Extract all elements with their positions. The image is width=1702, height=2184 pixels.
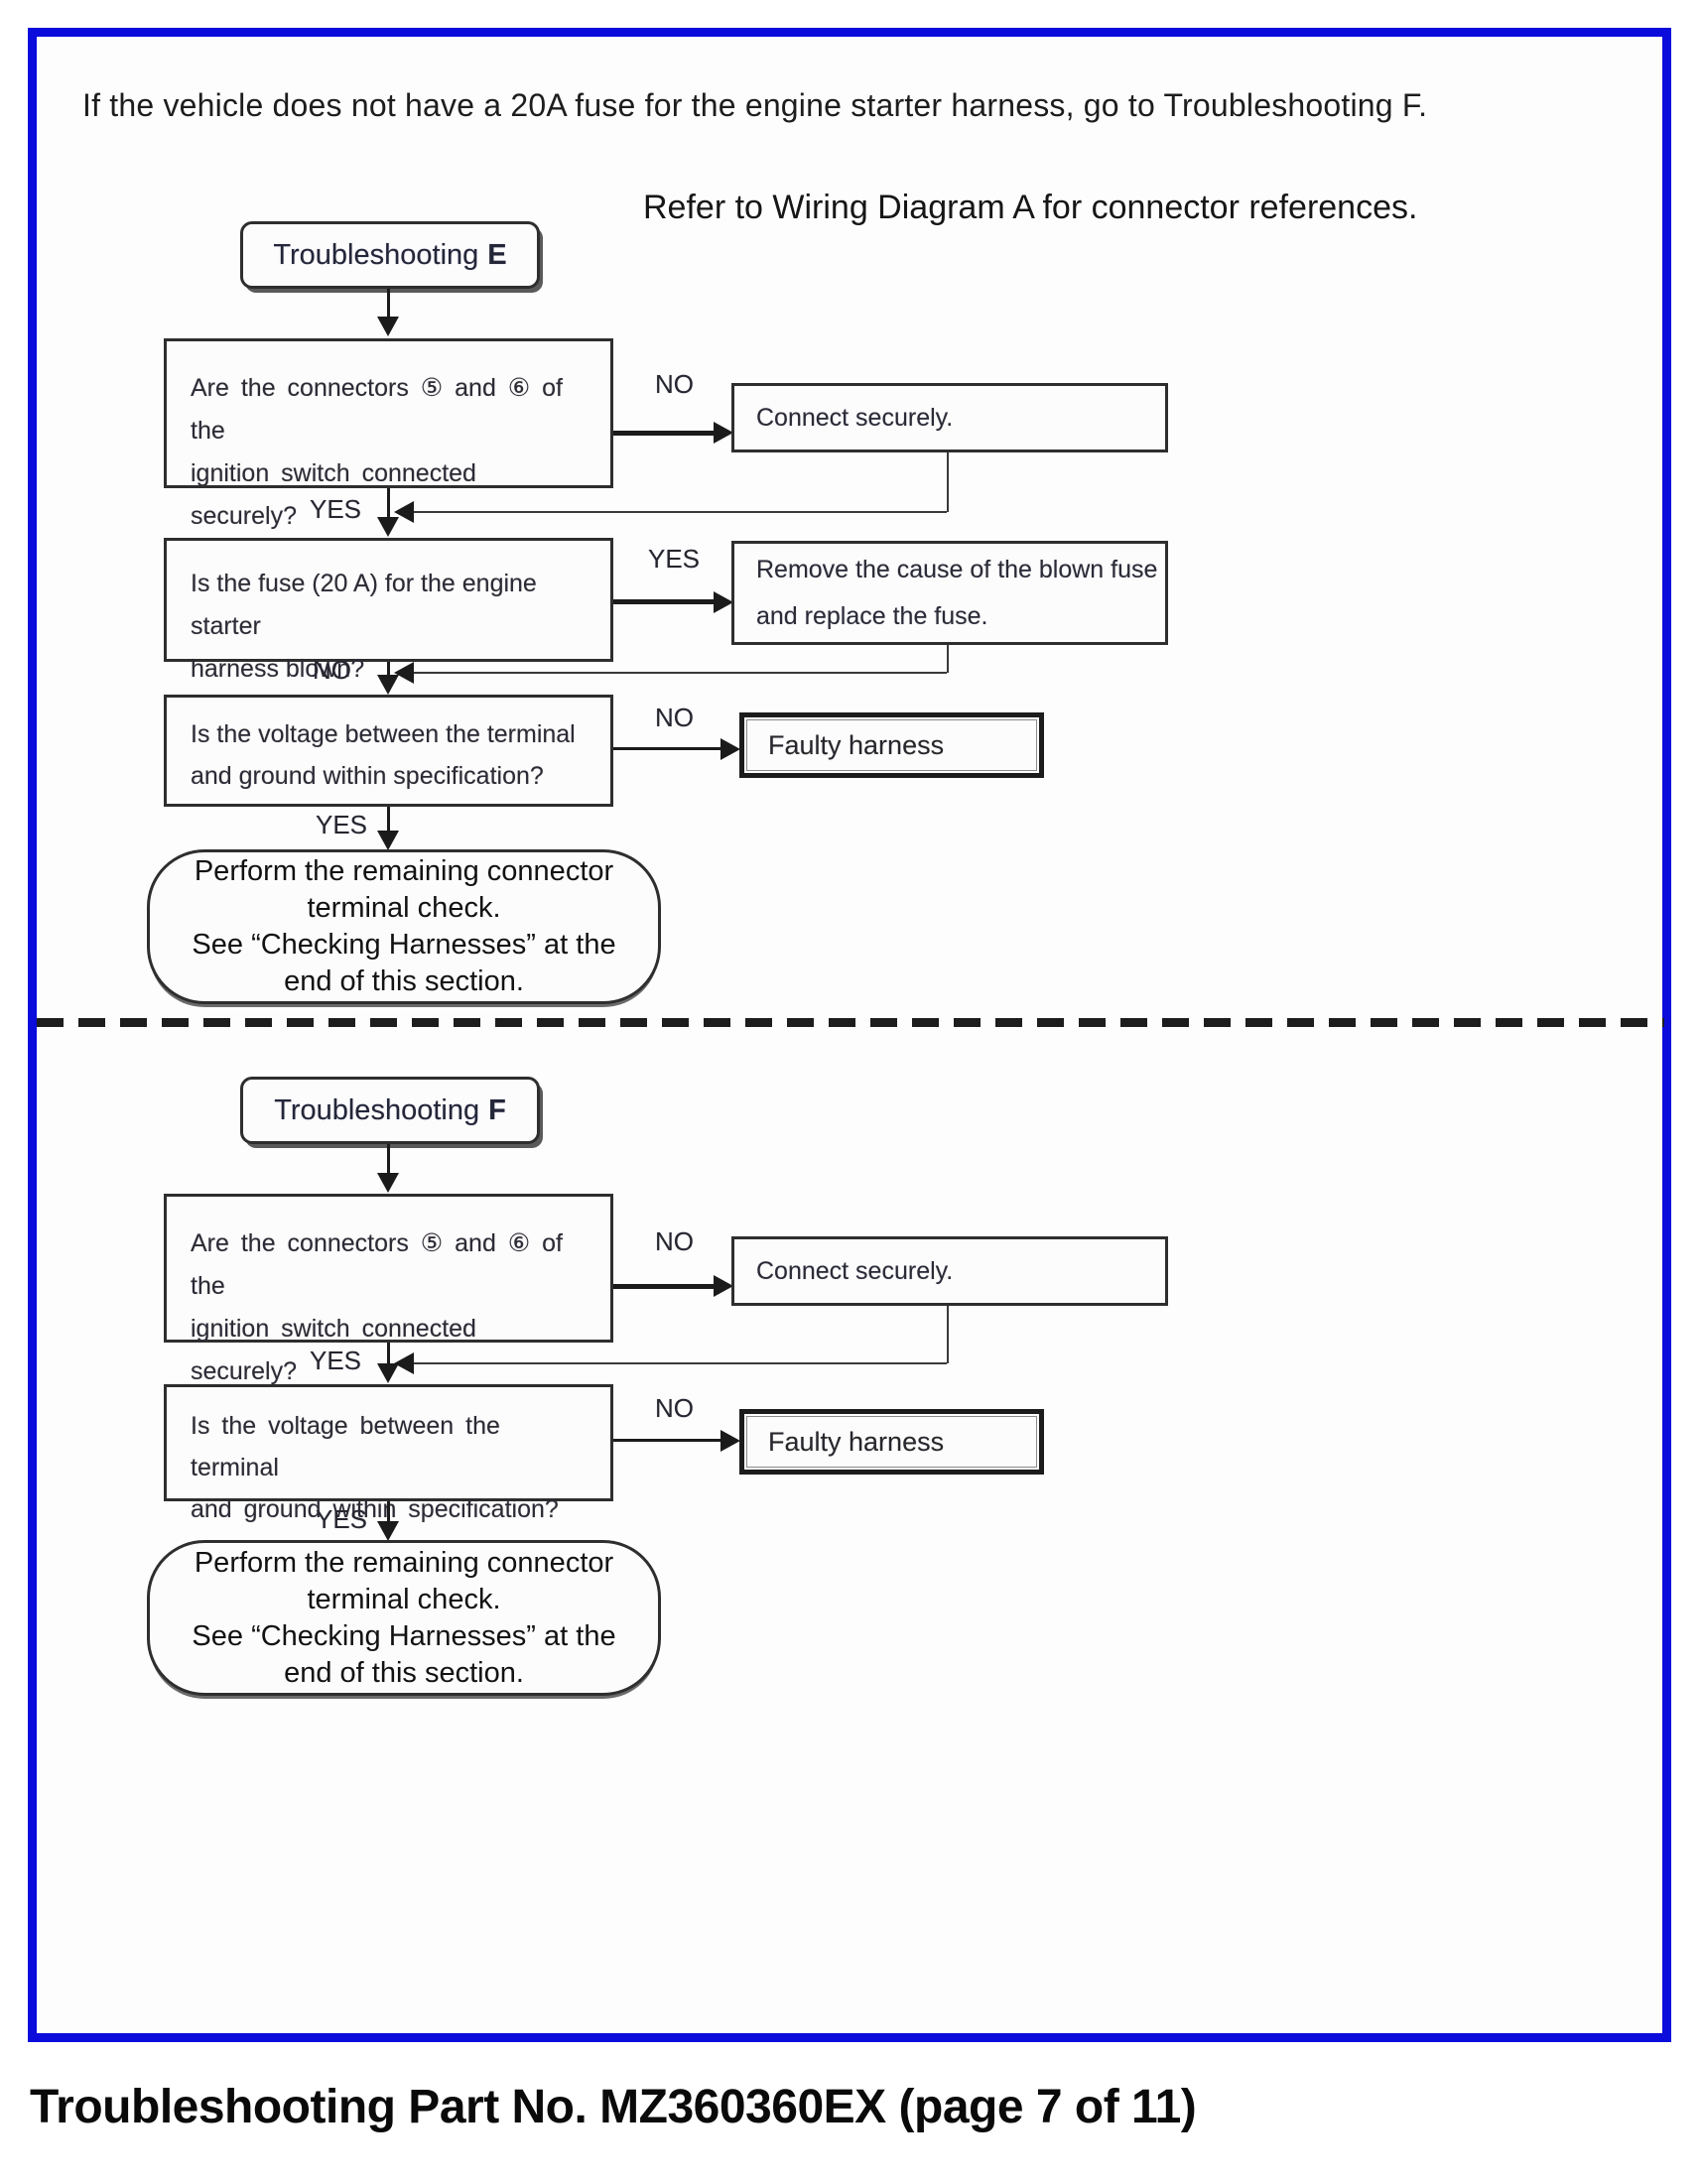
decision-connectors-e-line1: Are the connectors ⑤ and ⑥ of the xyxy=(191,374,564,445)
terminal-node-e-line3: See “Checking Harnesses” at the xyxy=(192,929,616,961)
terminal-node-e-line4: end of this section. xyxy=(284,965,524,997)
arrowhead-right xyxy=(720,1430,740,1452)
start-node-f-label: Troubleshooting xyxy=(274,1093,480,1126)
label-no: NO xyxy=(655,703,694,732)
flow-line xyxy=(387,488,390,518)
result-faulty-harness-f-label: Faulty harness xyxy=(768,1426,945,1457)
footer-text: Troubleshooting Part No. MZ360360EX (pag… xyxy=(30,2081,1197,2133)
arrowhead-left xyxy=(394,501,414,523)
arrowhead-left xyxy=(394,1352,414,1374)
arrowhead-down xyxy=(377,1363,399,1383)
flow-line xyxy=(387,662,390,676)
decision-voltage-e-line1: Is the voltage between the terminal xyxy=(191,720,576,748)
arrowhead-down xyxy=(377,1521,399,1541)
flow-line xyxy=(387,289,390,318)
terminal-node-f-line3: See “Checking Harnesses” at the xyxy=(192,1619,616,1652)
flow-line xyxy=(387,1501,390,1523)
decision-fuse-e-line2: harness blown? xyxy=(191,655,365,683)
return-line xyxy=(413,1362,947,1364)
decision-voltage-f-line2: and ground within specification? xyxy=(191,1495,559,1523)
process-remove-fuse-e: Remove the cause of the blown fuse and r… xyxy=(731,541,1168,645)
terminal-node-f-line1: Perform the remaining connector xyxy=(194,1546,614,1579)
terminal-node-e-line2: terminal check. xyxy=(307,892,501,924)
arrowhead-down xyxy=(377,517,399,537)
decision-fuse-e: Is the fuse (20 A) for the engine starte… xyxy=(164,538,613,683)
decision-connectors-f: Are the connectors ⑤ and ⑥ of the igniti… xyxy=(164,1194,613,1385)
label-no: NO xyxy=(655,1393,694,1423)
decision-connectors-e: Are the connectors ⑤ and ⑥ of the igniti… xyxy=(164,338,613,530)
process-connect-f: Connect securely. xyxy=(731,1236,1168,1306)
arrowhead-left xyxy=(394,662,414,684)
label-yes: YES xyxy=(648,544,701,574)
terminal-node-f: Perform the remaining connector terminal… xyxy=(147,1540,661,1696)
flow-line xyxy=(387,1144,390,1174)
label-yes: YES xyxy=(310,1346,362,1375)
decision-voltage-f: Is the voltage between the terminal and … xyxy=(164,1384,613,1523)
result-faulty-harness-e-label: Faulty harness xyxy=(768,729,945,760)
label-yes: YES xyxy=(310,494,362,524)
arrowhead-down xyxy=(377,317,399,336)
flow-line xyxy=(613,431,717,436)
process-connect-e-label: Connect securely. xyxy=(756,403,954,432)
terminal-node-f-line2: terminal check. xyxy=(307,1583,501,1615)
process-remove-fuse-e-line2: and replace the fuse. xyxy=(756,601,988,630)
arrowhead-right xyxy=(714,1275,733,1297)
process-connect-e: Connect securely. xyxy=(731,383,1168,452)
intro-text: If the vehicle does not have a 20A fuse … xyxy=(82,87,1428,123)
label-yes: YES xyxy=(316,1504,368,1534)
flow-line xyxy=(387,807,390,833)
decision-voltage-e-line2: and ground within specification? xyxy=(191,762,544,790)
result-faulty-harness-e: Faulty harness xyxy=(739,712,1044,778)
decision-voltage-f-line1: Is the voltage between the terminal xyxy=(191,1412,500,1481)
arrowhead-down xyxy=(377,831,399,850)
decision-connectors-e-line2: ignition switch connected securely? xyxy=(191,459,476,530)
label-yes: YES xyxy=(316,810,368,839)
label-no: NO xyxy=(655,1226,694,1256)
label-no: NO xyxy=(313,655,351,685)
arrowhead-down xyxy=(377,675,399,695)
return-line xyxy=(413,511,947,513)
wiring-diagram-note: Refer to Wiring Diagram A for connector … xyxy=(643,189,1418,226)
arrowhead-right xyxy=(714,422,733,444)
flow-line xyxy=(613,747,722,750)
decision-fuse-e-line1: Is the fuse (20 A) for the engine starte… xyxy=(191,570,537,640)
flow-line xyxy=(613,1439,722,1442)
result-faulty-harness-f: Faulty harness xyxy=(739,1409,1044,1475)
terminal-node-e: Perform the remaining connector terminal… xyxy=(147,849,661,1004)
decision-connectors-f-line1: Are the connectors ⑤ and ⑥ of the xyxy=(191,1229,564,1300)
return-line xyxy=(947,1306,949,1363)
page-border xyxy=(28,28,1671,2042)
arrowhead-right xyxy=(714,591,733,613)
start-node-e-letter: E xyxy=(487,238,507,271)
return-line xyxy=(413,672,947,674)
flow-line xyxy=(613,1284,717,1289)
flow-line xyxy=(613,599,717,604)
label-no: NO xyxy=(655,369,694,399)
terminal-node-e-line1: Perform the remaining connector xyxy=(194,855,614,887)
terminal-node-f-line4: end of this section. xyxy=(284,1656,524,1689)
arrowhead-right xyxy=(720,738,740,760)
arrowhead-down xyxy=(377,1173,399,1193)
flow-line xyxy=(387,1343,390,1364)
decision-voltage-e: Is the voltage between the terminal and … xyxy=(164,695,613,807)
process-connect-f-label: Connect securely. xyxy=(756,1256,954,1285)
section-divider xyxy=(37,1018,1664,1027)
start-node-e-label: Troubleshooting xyxy=(273,238,479,271)
decision-connectors-f-line2: ignition switch connected securely? xyxy=(191,1315,476,1385)
return-line xyxy=(947,452,949,512)
process-remove-fuse-e-line1: Remove the cause of the blown fuse xyxy=(756,555,1158,583)
start-node-f-letter: F xyxy=(488,1093,506,1126)
return-line xyxy=(947,645,949,673)
